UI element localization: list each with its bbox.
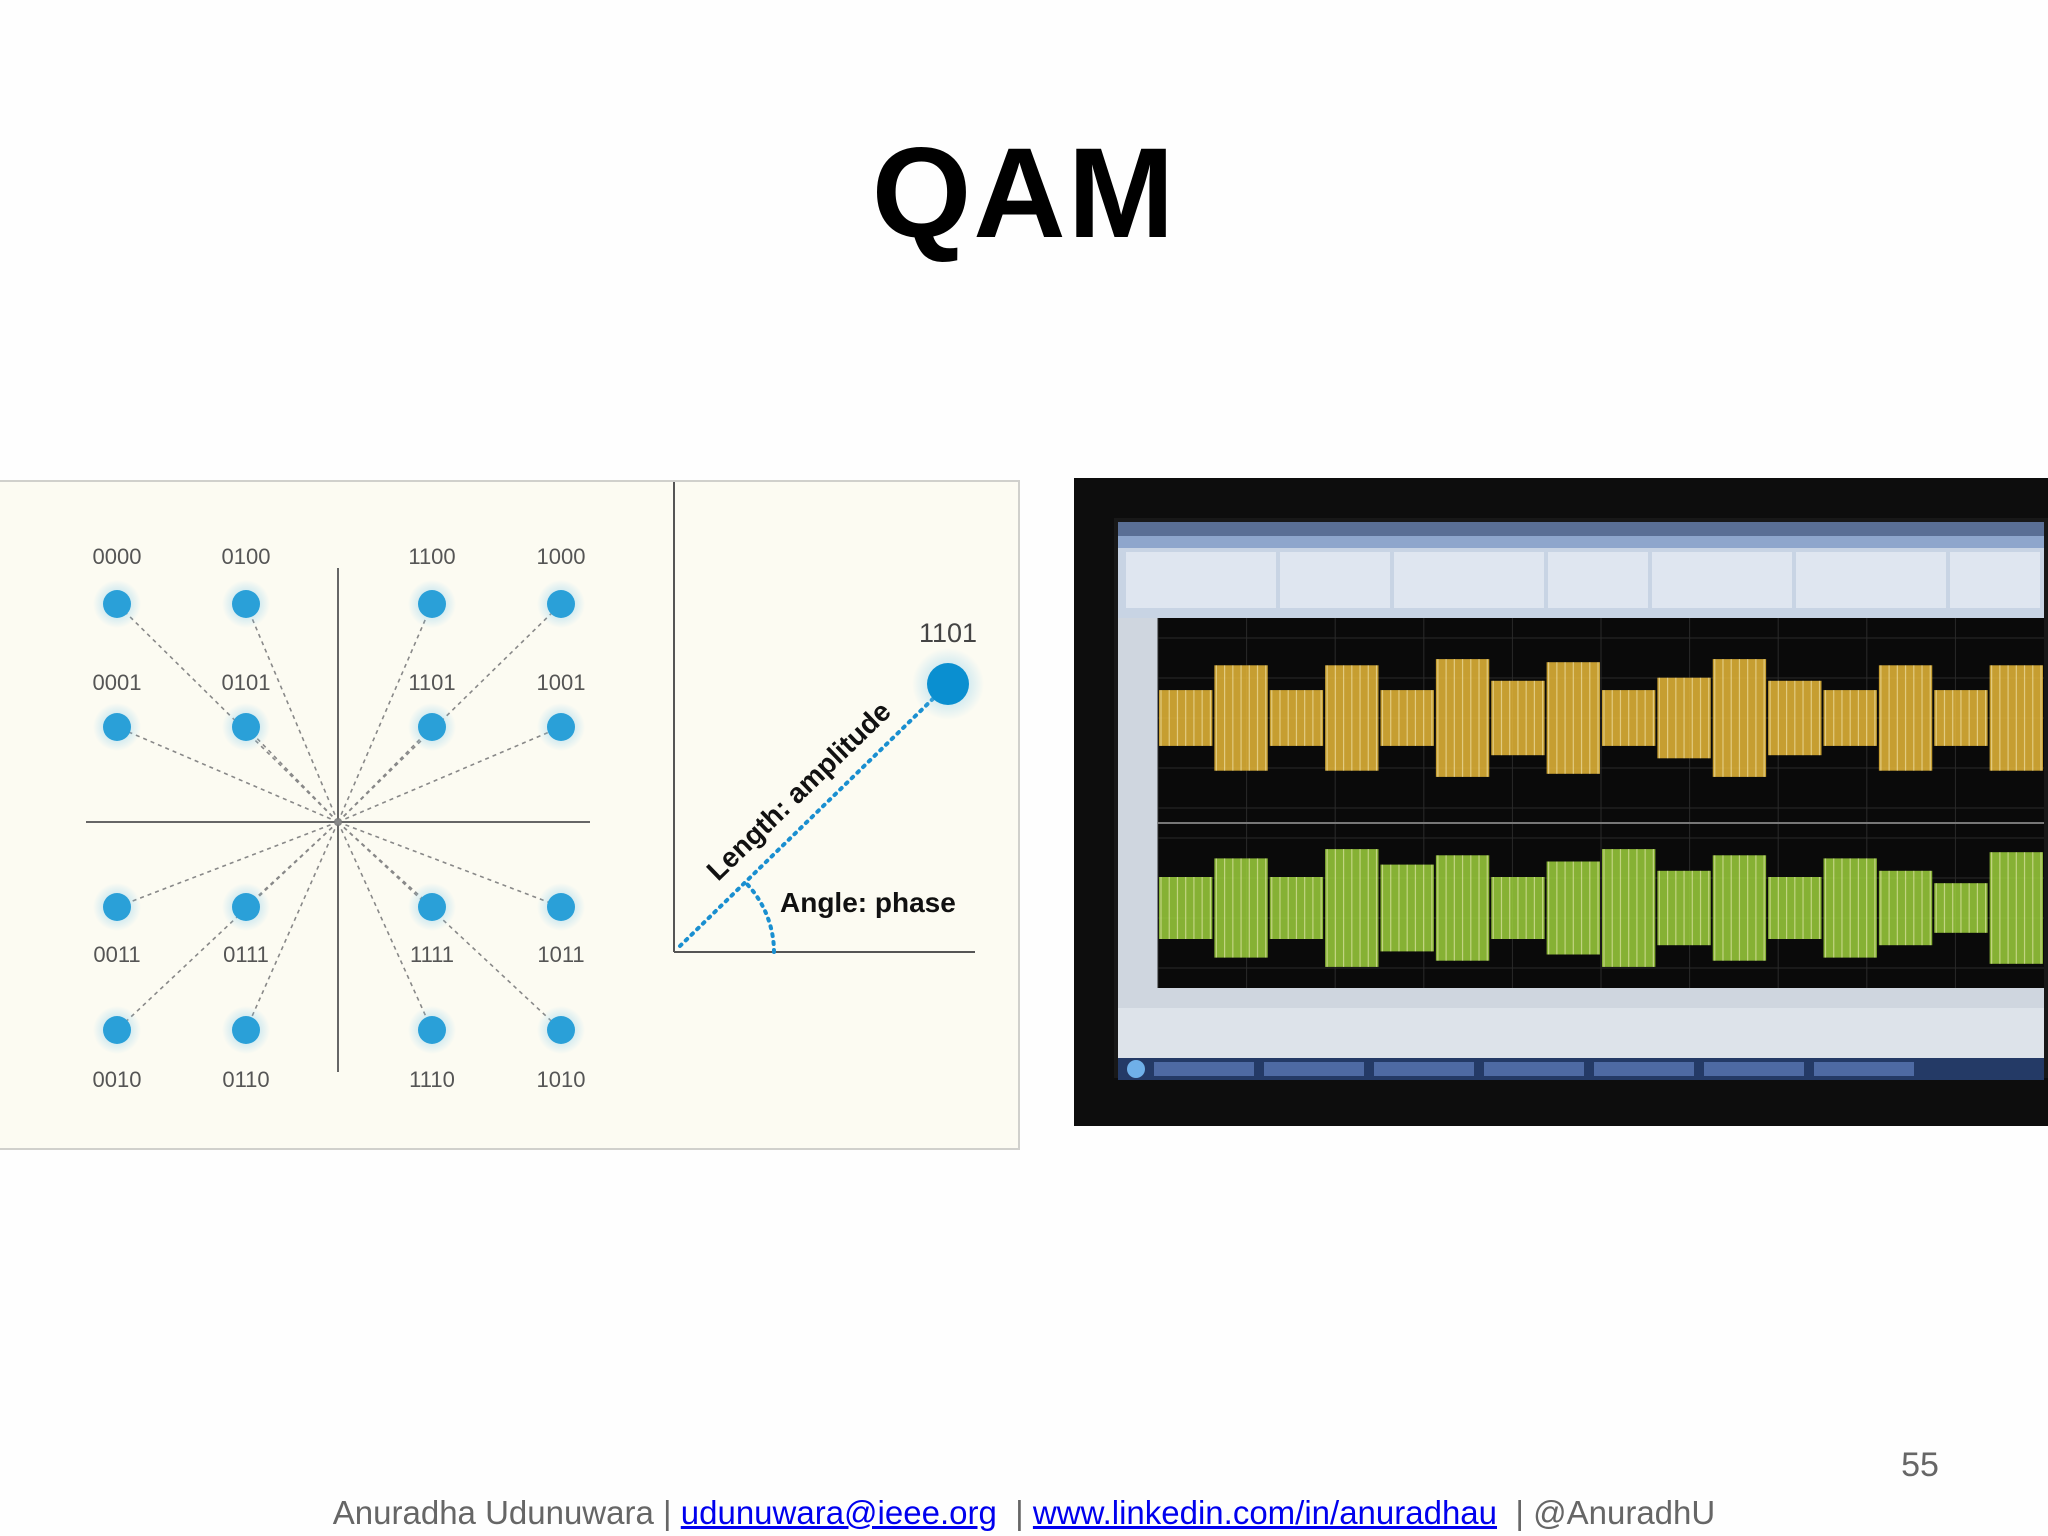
constellation-point-label: 1111 <box>410 942 454 967</box>
constellation-diagram-panel: 0000 0100 1100 1000 0001 0101 1101 1001 0011 0111… <box>0 480 1020 1150</box>
footer-handle: @AnuradhU <box>1533 1494 1716 1531</box>
y-scale-strip <box>1118 618 1158 988</box>
constellation-point-label: 1101 <box>408 670 455 695</box>
constellation-point <box>232 590 260 618</box>
constellation-point-label: 0101 <box>222 670 271 695</box>
constellation-point-label: 0001 <box>93 670 142 695</box>
footer-email-link[interactable]: udunuwara@ieee.org <box>680 1494 997 1531</box>
constellation-spoke <box>337 726 562 823</box>
constellation-spoke <box>116 726 339 823</box>
vector-detail: 1101 Length: amplitude Angle: phase <box>673 482 984 954</box>
constellation-spoke <box>337 821 433 1031</box>
constellation-point <box>232 713 260 741</box>
constellation-point-label: 0000 <box>93 544 142 569</box>
constellation-point-label: 1100 <box>408 544 455 569</box>
constellation-point-label: 0010 <box>93 1067 142 1092</box>
constellation-labels: 0000 0100 1100 1000 0001 0101 1101 1001 0011 0111… <box>93 544 586 1092</box>
oscilloscope-photo <box>1074 478 2048 1126</box>
measurement-panel <box>1118 1008 2044 1058</box>
phase-arc <box>743 880 776 954</box>
ribbon-tabs <box>1118 536 2044 548</box>
constellation-point <box>418 713 446 741</box>
constellation-point <box>103 893 131 921</box>
footer-author: Anuradha Udunuwara <box>332 1494 654 1531</box>
constellation-diagram: 0000 0100 1100 1000 0001 0101 1101 1001 0011 0111… <box>86 482 984 1092</box>
constellation-point <box>547 893 575 921</box>
constellation-spoke <box>337 821 562 1031</box>
constellation-point <box>418 893 446 921</box>
constellation-point-label: 0011 <box>93 942 140 967</box>
constellation-point <box>232 893 260 921</box>
constellation-point-label: 1011 <box>537 942 584 967</box>
waveform-traces <box>1159 659 2043 967</box>
constellation-point <box>103 590 131 618</box>
constellation-point-label: 0110 <box>222 1067 269 1092</box>
vector-point-label: 1101 <box>919 618 977 648</box>
constellation-spokes <box>116 603 562 1031</box>
amplitude-vector <box>678 686 946 948</box>
constellation-spoke <box>116 821 339 1031</box>
constellation-spoke <box>245 726 339 823</box>
constellation-point <box>232 1016 260 1044</box>
constellation-point-label: 1000 <box>537 544 586 569</box>
footer-separator: | <box>1015 1494 1024 1531</box>
constellation-point <box>547 590 575 618</box>
constellation-points <box>93 580 585 1054</box>
taskbar-buttons <box>1127 1060 1914 1078</box>
constellation-point <box>103 1016 131 1044</box>
angle-phase-label: Angle: phase <box>780 887 956 918</box>
constellation-point <box>103 713 131 741</box>
constellation-point <box>418 590 446 618</box>
constellation-point <box>418 1016 446 1044</box>
footer-separator: | <box>1515 1494 1524 1531</box>
vector-point <box>927 663 969 705</box>
footer-linkedin-link[interactable]: www.linkedin.com/in/anuradhau <box>1032 1494 1498 1531</box>
length-amplitude-label: Length: amplitude <box>701 695 897 886</box>
footer: Anuradha Udunuwara | udunuwara@ieee.org … <box>0 1494 2048 1532</box>
constellation-point-label: 1001 <box>537 670 586 695</box>
time-axis-strip <box>1118 988 2044 1008</box>
slide-title: QAM <box>871 122 1177 265</box>
oscilloscope-screen-icon <box>1074 478 2048 1126</box>
constellation-point <box>547 1016 575 1044</box>
constellation-point-label: 1010 <box>537 1067 586 1092</box>
constellation-point-label: 0100 <box>222 544 271 569</box>
footer-separator: | <box>663 1494 672 1531</box>
constellation-point-label: 1110 <box>409 1067 455 1092</box>
constellation-point-label: 0111 <box>223 942 269 967</box>
constellation-spoke <box>337 726 433 823</box>
constellation-spoke <box>245 821 339 1031</box>
page-number: 55 <box>1901 1446 1939 1484</box>
window-titlebar <box>1118 522 2044 536</box>
ribbon-groups <box>1126 552 2040 608</box>
constellation-point <box>547 713 575 741</box>
